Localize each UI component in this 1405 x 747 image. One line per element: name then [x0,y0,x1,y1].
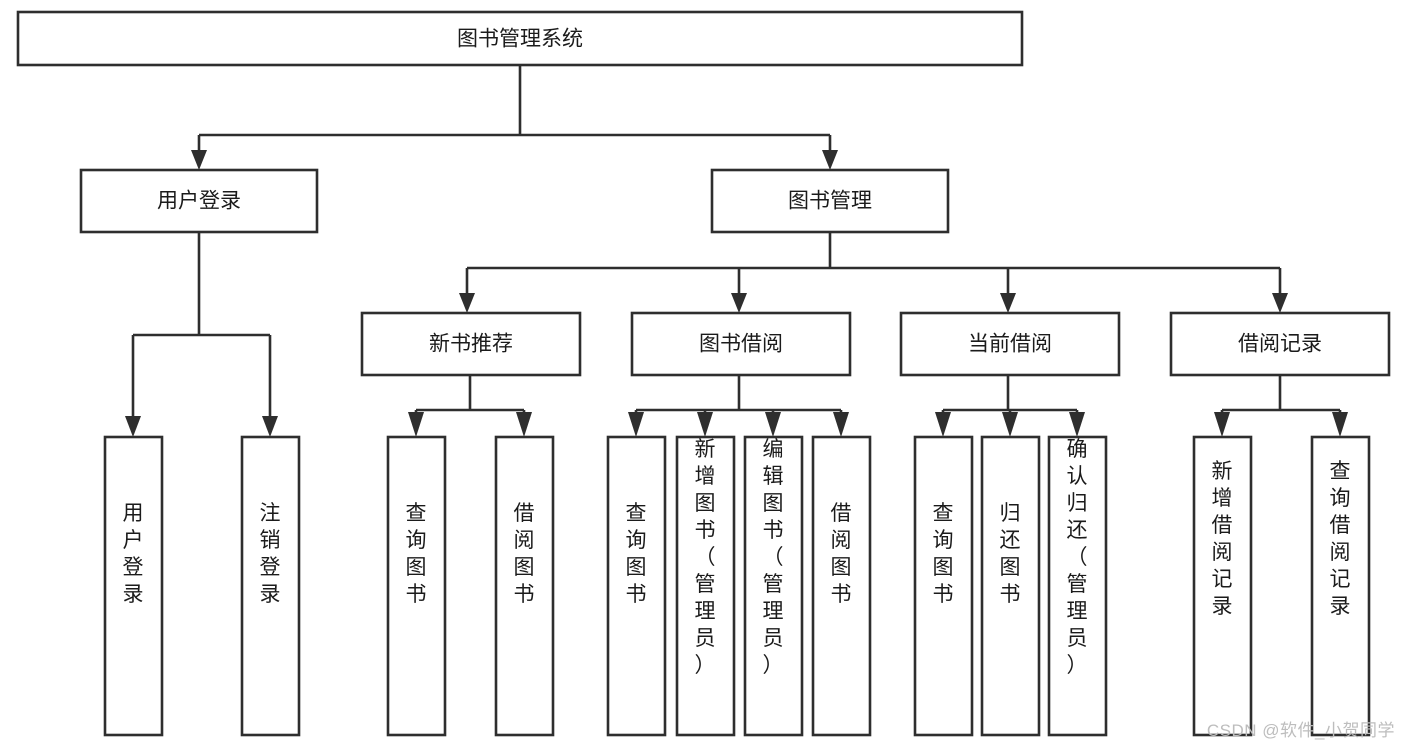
leaf-records-add-box[interactable] [1192,435,1253,737]
leaf-current-return-label: 归还图书 [1000,502,1021,606]
leaf-borrow-edit-book-label: 编辑图书（管理员） [763,438,784,677]
leaf-user-login-login-label: 用户登录 [123,502,144,606]
arrow-root-to-user-login [191,150,207,170]
arrow-borrow-leaf-2 [697,412,713,437]
leaf-current-confirm-return-label: 确认归还（管理员） [1067,438,1088,677]
leaf-new-books-borrow-label: 借阅图书 [514,502,535,606]
arrow-user-login-leaf-2 [262,416,278,437]
leaf-user-login-logout-box[interactable] [240,435,301,737]
node-new-book-recommend-label: 新书推荐 [429,333,513,356]
arrow-root-to-book-mgmt [822,150,838,170]
leaf-new-books-query[interactable]: 查询图书 [386,435,447,737]
leaf-current-query-label: 查询图书 [933,502,954,606]
node-book-borrow[interactable]: 图书借阅 [630,311,852,377]
node-current-borrow[interactable]: 当前借阅 [899,311,1121,377]
arrow-current-leaf-2 [1002,412,1018,437]
node-root[interactable]: 图书管理系统 [16,10,1024,67]
leaf-borrow-borrow-book-label: 借阅图书 [831,502,852,606]
leaf-borrow-query-box[interactable] [606,435,667,737]
arrow-borrow-leaf-3 [765,412,781,437]
node-borrow-records-label: 借阅记录 [1238,333,1322,356]
arrow-book-mgmt-to-current [1000,293,1016,313]
leaf-new-books-query-box[interactable] [386,435,447,737]
arrow-records-leaf-1 [1214,412,1230,437]
leaf-current-return[interactable]: 归还图书 [980,435,1041,737]
leaf-current-confirm-return-box[interactable] [1047,435,1108,737]
node-borrow-records-box[interactable] [1169,311,1391,377]
leaf-records-query[interactable]: 查询借阅记录 [1310,435,1371,737]
leaf-records-query-label: 查询借阅记录 [1330,460,1351,618]
arrow-new-books-leaf-2 [516,412,532,437]
leaf-new-books-query-label: 查询图书 [406,502,427,606]
node-new-book-recommend-box[interactable] [360,311,582,377]
node-book-management[interactable]: 图书管理 [710,168,950,234]
csdn-watermark: CSDN @软件_小贺同学 [1206,721,1395,740]
leaf-borrow-borrow-book[interactable]: 借阅图书 [811,435,872,737]
leaf-new-books-borrow[interactable]: 借阅图书 [494,435,555,737]
node-user-login[interactable]: 用户登录 [79,168,319,234]
arrow-borrow-leaf-4 [833,412,849,437]
leaf-borrow-borrow-book-box[interactable] [811,435,872,737]
leaf-user-login-login-box[interactable] [103,435,164,737]
node-current-borrow-box[interactable] [899,311,1121,377]
leaf-current-query-box[interactable] [913,435,974,737]
leaf-records-add-label: 新增借阅记录 [1212,460,1233,618]
leaf-current-query[interactable]: 查询图书 [913,435,974,737]
leaf-borrow-edit-book[interactable]: 编辑图书（管理员） [743,435,804,737]
arrow-user-login-leaf-1 [125,416,141,437]
node-root-box[interactable] [16,10,1024,67]
arrow-book-mgmt-to-borrow [731,293,747,313]
arrow-book-mgmt-to-records [1272,293,1288,313]
leaf-borrow-add-book-label: 新增图书（管理员） [695,438,716,677]
arrow-current-leaf-1 [935,412,951,437]
node-borrow-records[interactable]: 借阅记录 [1169,311,1391,377]
leaf-borrow-add-book-box[interactable] [675,435,736,737]
leaf-borrow-add-book[interactable]: 新增图书（管理员） [675,435,736,737]
leaf-records-query-box[interactable] [1310,435,1371,737]
arrow-current-leaf-3 [1069,412,1085,437]
leaf-new-books-borrow-box[interactable] [494,435,555,737]
node-new-book-recommend[interactable]: 新书推荐 [360,311,582,377]
node-user-login-label: 用户登录 [157,190,241,213]
node-book-borrow-box[interactable] [630,311,852,377]
node-current-borrow-label: 当前借阅 [968,333,1052,356]
leaf-borrow-query[interactable]: 查询图书 [606,435,667,737]
node-root-label: 图书管理系统 [457,28,583,51]
leaf-borrow-edit-book-box[interactable] [743,435,804,737]
node-book-management-label: 图书管理 [788,190,872,213]
leaf-records-add[interactable]: 新增借阅记录 [1192,435,1253,737]
leaf-user-login-login[interactable]: 用户登录 [103,435,164,737]
node-user-login-box[interactable] [79,168,319,234]
node-book-borrow-label: 图书借阅 [699,333,783,356]
connector-layer [125,65,1348,437]
leaf-user-login-logout-label: 注销登录 [260,502,281,606]
arrow-new-books-leaf-1 [408,412,424,437]
node-book-management-box[interactable] [710,168,950,234]
arrow-borrow-leaf-1 [628,412,644,437]
leaf-user-login-logout[interactable]: 注销登录 [240,435,301,737]
arrow-book-mgmt-to-new-books [459,293,475,313]
leaf-current-confirm-return[interactable]: 确认归还（管理员） [1047,435,1108,737]
arrow-records-leaf-2 [1332,412,1348,437]
leaf-current-return-box[interactable] [980,435,1041,737]
leaf-borrow-query-label: 查询图书 [626,502,647,606]
